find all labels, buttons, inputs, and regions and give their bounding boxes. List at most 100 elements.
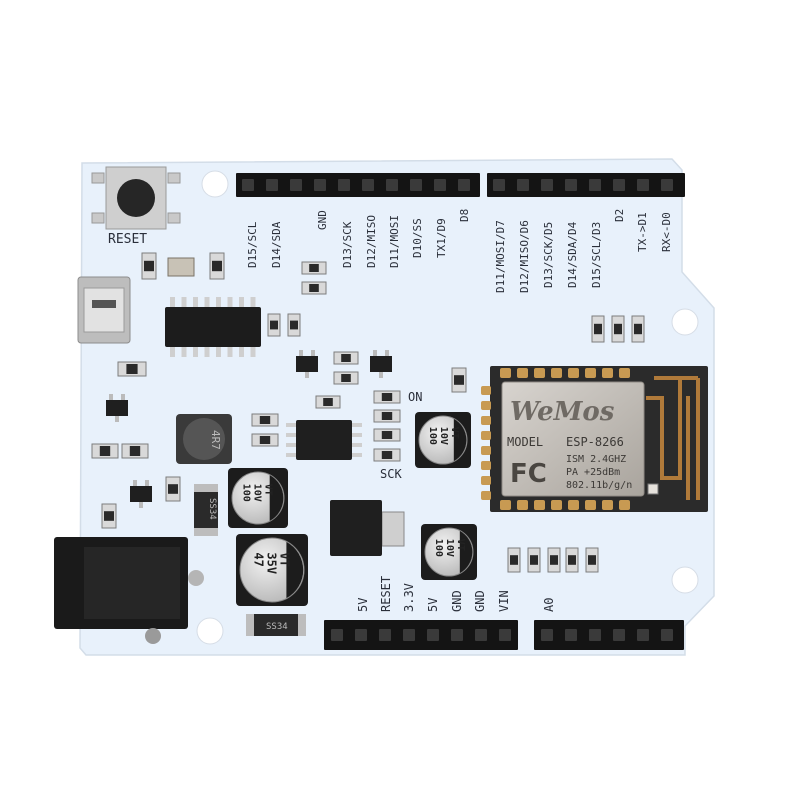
- header-socket: [362, 179, 374, 191]
- module-model-prefix: MODEL: [507, 435, 543, 449]
- micro-usb-port[interactable]: [77, 276, 131, 344]
- smd-part: [251, 433, 279, 447]
- header-bottom-power: [324, 620, 518, 650]
- header-socket: [565, 179, 577, 191]
- smd-components: [91, 252, 645, 573]
- header-socket: [403, 629, 415, 641]
- smd-part: [373, 428, 401, 442]
- smd-part: [301, 261, 327, 275]
- header-socket: [434, 179, 446, 191]
- smd-part: [451, 367, 467, 393]
- label-gnd-b: GND: [473, 590, 487, 612]
- smd-part: [373, 448, 401, 462]
- header-socket: [541, 179, 553, 191]
- usb-serial-chip: [165, 297, 261, 357]
- pcb-board: [79, 158, 715, 656]
- module-line-2: PA +25dBm: [566, 467, 620, 478]
- diode-label-2: SS34: [266, 622, 288, 632]
- smd-part: [251, 413, 279, 427]
- label-tx-d1: TX->D1: [636, 212, 649, 252]
- module-line-1: ISM 2.4GHZ: [566, 454, 626, 465]
- header-socket: [451, 629, 463, 641]
- ldo-regulator: [330, 500, 405, 556]
- capacitor-marking: 47: [251, 552, 265, 566]
- smd-part: [565, 547, 579, 573]
- capacitor-marking: 100: [433, 539, 444, 557]
- smd-part: [333, 371, 359, 385]
- label-reset-bottom: RESET: [379, 576, 393, 612]
- header-socket: [493, 179, 505, 191]
- label-d11-mosi-d7: D11/MOSI/D7: [494, 220, 507, 293]
- header-top-left: [236, 173, 480, 197]
- header-socket: [475, 629, 487, 641]
- label-d2: D2: [613, 209, 626, 222]
- label-d12-miso-d6: D12/MISO/D6: [518, 220, 531, 293]
- header-socket: [338, 179, 350, 191]
- header-socket: [661, 629, 673, 641]
- smd-part: [611, 315, 625, 343]
- smd-part: [209, 252, 225, 280]
- smd-part: [507, 547, 521, 573]
- capacitor-marking: 35V: [264, 552, 278, 574]
- module-led: [647, 483, 659, 495]
- smd-part: [91, 443, 119, 459]
- header-socket: [637, 179, 649, 191]
- sot23-transistor: [130, 480, 152, 508]
- header-socket: [242, 179, 254, 191]
- header-socket: [637, 629, 649, 641]
- label-d13-sck-d5: D13/SCK/D5: [542, 222, 555, 288]
- reset-button[interactable]: [91, 166, 181, 230]
- header-socket: [541, 629, 553, 641]
- pcb-antenna: [646, 376, 700, 500]
- header-socket: [613, 629, 625, 641]
- label-5v-b: 5V: [426, 598, 440, 612]
- label-5v-a: 5V: [356, 598, 370, 612]
- label-d11-mosi: D11/MOSI: [388, 215, 401, 268]
- label-tx1-d9: TX1/D9: [435, 218, 448, 258]
- module-fc-mark: FC: [510, 459, 547, 489]
- smd-part: [373, 390, 401, 404]
- top-pin-labels: D15/SCL D14/SDA GND D13/SCK D12/MISO D11…: [246, 209, 673, 293]
- header-socket: [589, 629, 601, 641]
- label-d8: D8: [458, 209, 471, 222]
- label-d15-scl: D15/SCL: [246, 221, 259, 268]
- smd-part: [585, 547, 599, 573]
- smd-part: [373, 409, 401, 423]
- label-d13-sck: D13/SCK: [341, 221, 354, 268]
- smd-part: [287, 313, 301, 337]
- header-socket: [290, 179, 302, 191]
- label-a0: A0: [542, 598, 556, 612]
- header-socket: [355, 629, 367, 641]
- smd-part: [301, 281, 327, 295]
- smd-part: [315, 395, 341, 409]
- capacitor-marking: VT: [449, 427, 460, 439]
- label-d14-sda: D14/SDA: [270, 221, 283, 268]
- bottom-pin-labels: 5V RESET 3.3V 5V GND GND VIN A0: [356, 576, 556, 612]
- crystal: [167, 257, 195, 277]
- rf-shield: [501, 381, 645, 497]
- header-socket: [314, 179, 326, 191]
- power-inductor: 4R7: [176, 414, 232, 464]
- header-socket: [517, 179, 529, 191]
- header-socket: [565, 629, 577, 641]
- capacitor-marking: VT: [455, 539, 466, 551]
- header-socket: [386, 179, 398, 191]
- smd-part: [267, 313, 281, 337]
- header-socket: [613, 179, 625, 191]
- smd-part: [165, 476, 181, 502]
- dc-barrel-jack[interactable]: [54, 537, 204, 644]
- capacitor-marking: VT: [263, 484, 274, 496]
- smd-part: [333, 351, 359, 365]
- smd-part: [631, 315, 645, 343]
- header-bottom-analog: [534, 620, 684, 650]
- header-socket: [379, 629, 391, 641]
- capacitor-marking: 100: [427, 427, 438, 445]
- schottky-diode-1: SS34: [194, 484, 218, 536]
- capacitor-marking: 100: [241, 484, 252, 502]
- sot23-transistor: [370, 350, 392, 378]
- header-socket: [266, 179, 278, 191]
- label-gnd-a: GND: [450, 590, 464, 612]
